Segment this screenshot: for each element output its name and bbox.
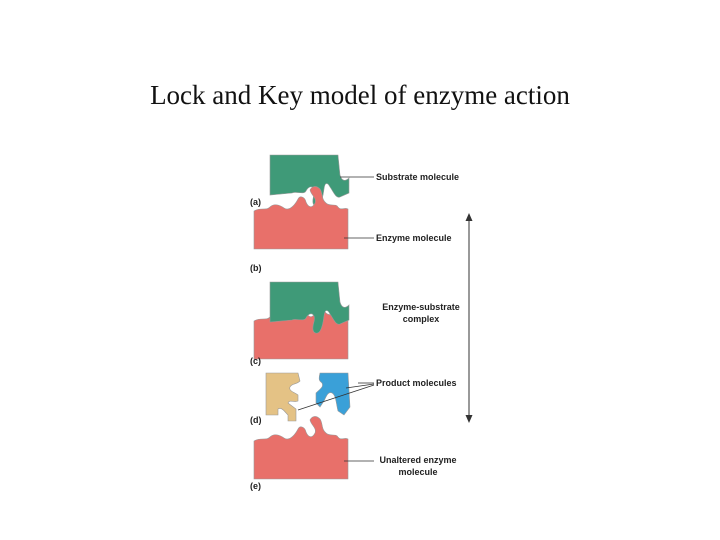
label-complex: complex <box>403 314 440 324</box>
product-molecule-right <box>315 372 351 416</box>
arrow-head-down <box>465 415 473 423</box>
label-substrate-molecule: Substrate molecule <box>376 172 459 182</box>
label-enzyme-molecule: Enzyme molecule <box>376 233 452 243</box>
enzyme-molecule-e <box>253 415 349 480</box>
slide-title: Lock and Key model of enzyme action <box>150 80 570 110</box>
cycle-arrow <box>465 213 473 423</box>
step-label-e: (e) <box>250 481 261 491</box>
product-molecule-left <box>265 372 301 422</box>
diagram-svg: (a) (b) (c) (d) (e) <box>250 154 473 491</box>
leader-lines <box>297 176 375 462</box>
step-label-a: (a) <box>250 197 261 207</box>
step-label-c: (c) <box>250 356 261 366</box>
label-unaltered-enzyme: Unaltered enzyme <box>379 455 456 465</box>
arrow-head-up <box>465 213 473 221</box>
step-label-d: (d) <box>250 415 262 425</box>
label-molecule: molecule <box>398 467 437 477</box>
enzyme-substrate-complex-c <box>253 281 350 360</box>
step-label-b: (b) <box>250 263 262 273</box>
enzyme-molecule-b <box>253 185 349 250</box>
label-enzyme-substrate: Enzyme-substrate <box>382 302 460 312</box>
leader-line-products-2 <box>345 383 375 389</box>
leader-line-products-3 <box>297 384 375 411</box>
label-product-molecules: Product molecules <box>376 378 457 388</box>
substrate-molecule-a <box>269 154 350 207</box>
lock-and-key-diagram: (a) (b) (c) (d) (e) <box>240 145 480 505</box>
